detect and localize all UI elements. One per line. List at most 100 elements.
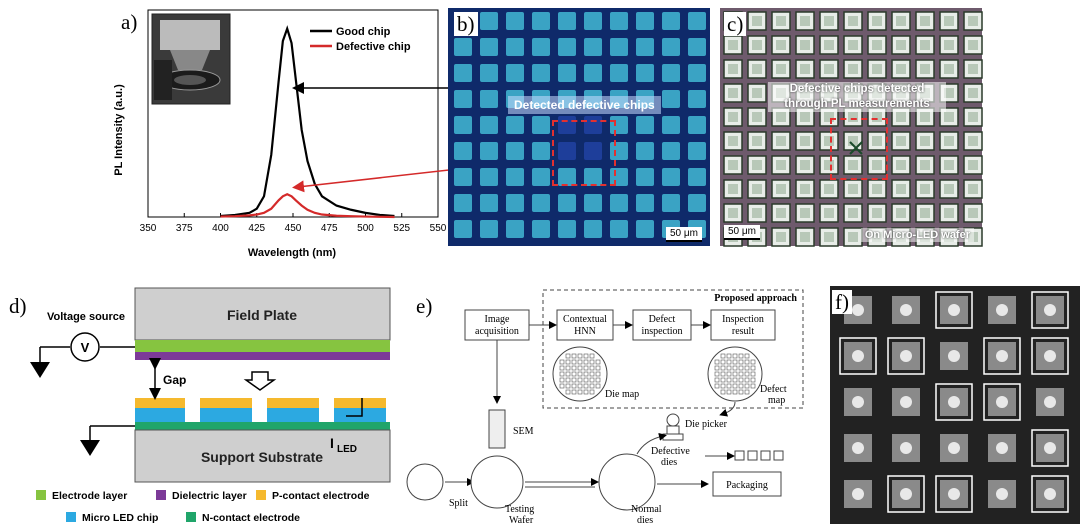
defect-box xyxy=(552,120,616,186)
legend-swatch xyxy=(256,490,266,500)
wafer-die xyxy=(583,389,589,395)
chip-center xyxy=(848,64,858,74)
ground-arrow-icon xyxy=(80,440,100,456)
wafer-die xyxy=(744,371,750,377)
chip-center xyxy=(944,208,954,218)
legend-swatch xyxy=(156,490,166,500)
chip-center xyxy=(896,184,906,194)
chip xyxy=(688,38,706,56)
chip-center xyxy=(920,136,930,146)
detection-box xyxy=(839,337,877,375)
defect-map-wafer xyxy=(707,346,763,402)
chip-center xyxy=(848,136,858,146)
detection-box xyxy=(983,383,1021,421)
legend-label: Dielectric layer xyxy=(172,490,247,502)
chip-center xyxy=(968,160,978,170)
chip xyxy=(584,12,602,30)
wafer-die xyxy=(583,353,589,359)
chip-center xyxy=(848,40,858,50)
wafer-die xyxy=(559,359,565,365)
chip-center xyxy=(752,88,762,98)
chip-center xyxy=(800,136,810,146)
support-substrate xyxy=(134,429,391,483)
micro-led-chips xyxy=(135,398,386,422)
chip-center xyxy=(752,64,762,74)
chip-center xyxy=(800,232,810,242)
chip xyxy=(636,38,654,56)
chip-center xyxy=(968,88,978,98)
chip-center xyxy=(968,40,978,50)
x-tick-label: 450 xyxy=(285,223,302,234)
chip xyxy=(558,194,576,212)
box-text: Defect xyxy=(649,314,676,325)
detection-box xyxy=(935,383,973,421)
chip-center xyxy=(776,136,786,146)
wafer-die xyxy=(565,365,571,371)
wafer-die xyxy=(577,377,583,383)
panel-e: Proposed approach Image acquisition Cont… xyxy=(405,282,810,527)
x-tick-label: 425 xyxy=(248,223,265,234)
wafer-die xyxy=(583,365,589,371)
split-label: Split xyxy=(449,498,468,509)
x-tick-label: 525 xyxy=(393,223,410,234)
voltage-symbol: V xyxy=(81,340,90,355)
chip-center xyxy=(920,112,930,122)
wafer-die xyxy=(571,377,577,383)
wafer-die xyxy=(720,359,726,365)
chip-center xyxy=(728,112,738,122)
chip-center xyxy=(920,208,930,218)
iled-subscript: LED xyxy=(337,444,357,455)
legend-good-label: Good chip xyxy=(336,26,391,38)
chip xyxy=(532,116,550,134)
wafer-die xyxy=(732,383,738,389)
chip xyxy=(558,220,576,238)
chip-center xyxy=(920,64,930,74)
pl-caption-line1: Defective chips detected xyxy=(789,83,925,95)
chip xyxy=(480,116,498,134)
wafer-die xyxy=(583,371,589,377)
wafer-die xyxy=(577,365,583,371)
chip xyxy=(454,64,472,82)
chip xyxy=(636,64,654,82)
wafer-die xyxy=(577,371,583,377)
wafer-die xyxy=(714,359,720,365)
packaging-label: Packaging xyxy=(726,480,768,491)
wafer-die xyxy=(732,353,738,359)
chip xyxy=(610,12,628,30)
chip xyxy=(506,64,524,82)
wafer-die xyxy=(732,389,738,395)
wafer-die xyxy=(577,383,583,389)
wafer-die xyxy=(589,353,595,359)
support-label: Support Substrate xyxy=(201,449,323,465)
wafer-die xyxy=(589,365,595,371)
wafer-die xyxy=(714,365,720,371)
chip-center xyxy=(728,136,738,146)
defective-dies-icons xyxy=(734,450,784,461)
chip-pad xyxy=(996,304,1008,316)
wafer-die xyxy=(559,377,565,383)
chip-pad xyxy=(996,396,1008,408)
wafer-die xyxy=(589,383,595,389)
chip-center xyxy=(776,208,786,218)
chip-center xyxy=(920,160,930,170)
wafer-die xyxy=(750,371,756,377)
chip-center xyxy=(872,40,882,50)
chip-pad xyxy=(852,304,864,316)
chip-center xyxy=(824,64,834,74)
chip xyxy=(532,194,550,212)
chip xyxy=(532,142,550,160)
chip xyxy=(662,38,680,56)
wafer-die xyxy=(583,383,589,389)
chip-center xyxy=(824,160,834,170)
chip-center xyxy=(776,40,786,50)
chip xyxy=(480,64,498,82)
wafer-die xyxy=(595,383,601,389)
chip-center xyxy=(944,112,954,122)
wafer-die xyxy=(738,365,744,371)
chip xyxy=(480,142,498,160)
chip-center xyxy=(968,136,978,146)
wafer-die xyxy=(577,359,583,365)
chip-center xyxy=(872,64,882,74)
wafer-die xyxy=(565,353,571,359)
chip xyxy=(636,12,654,30)
